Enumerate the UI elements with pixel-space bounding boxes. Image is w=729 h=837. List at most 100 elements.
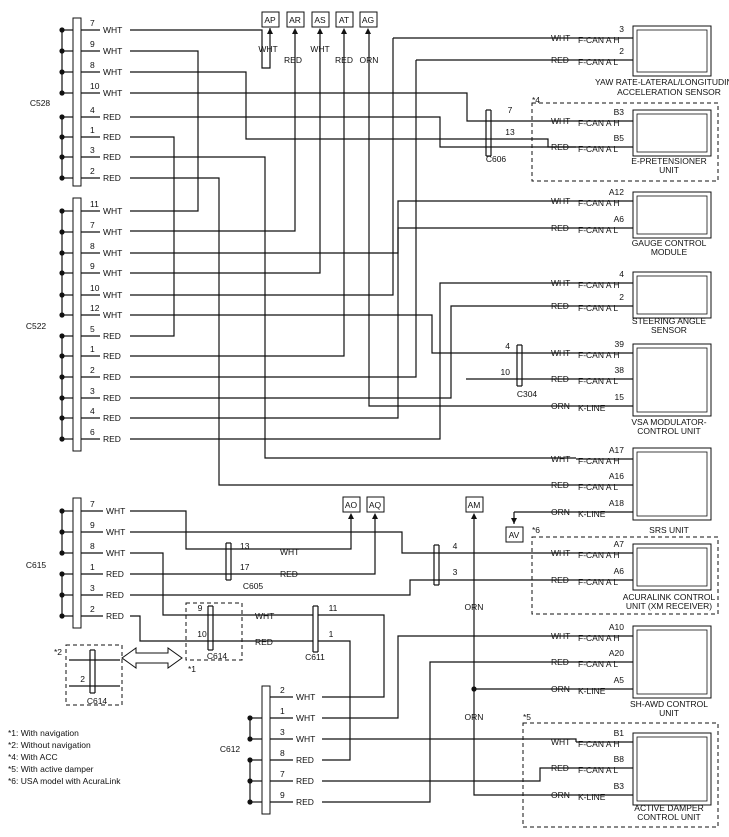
- ar-color: RED: [284, 55, 302, 65]
- c522-pin-3: 3: [90, 386, 95, 396]
- vsa-modulator-pin: 15: [615, 392, 625, 402]
- c522-pin-9: 9: [90, 261, 95, 271]
- c612-color-8: RED: [296, 755, 314, 765]
- c611-pin-11: 11: [329, 603, 338, 613]
- e-pretensioner-name: E-PRETENSIONER: [631, 156, 707, 166]
- c614-pin-10: 10: [197, 629, 207, 639]
- terminal-ag-label: AG: [362, 15, 374, 25]
- wire: [130, 156, 576, 459]
- wire: [130, 579, 576, 596]
- terminal-ar-label: AR: [289, 15, 301, 25]
- active-damper-unit-color: ORN: [551, 790, 570, 800]
- sh-awd-unit-inner: [636, 629, 708, 695]
- c528-pin-3: 3: [90, 145, 95, 155]
- terminal-am-box: [465, 496, 484, 513]
- splice-dot: [59, 592, 65, 598]
- wire: [130, 305, 576, 399]
- arrow-up-icon: [317, 28, 323, 34]
- c612-label: C612: [220, 744, 241, 754]
- terminal-ao-box: [342, 496, 361, 513]
- srs-unit-pin: A17: [609, 445, 624, 455]
- c522-pin-2: 2: [90, 365, 95, 375]
- yaw-rate-sensor-color: WHT: [551, 33, 570, 43]
- c612-color-2: WHT: [296, 692, 315, 702]
- note-4: *4: [532, 95, 540, 105]
- sh-awd-unit-color: WHT: [551, 631, 570, 641]
- terminal-am-label: AM: [468, 500, 481, 510]
- gauge-control-module-signal: F-CAN A L: [578, 225, 618, 235]
- c522-color-4: RED: [103, 413, 121, 423]
- arrow-down-icon: [511, 518, 517, 524]
- c522-color-1: RED: [103, 351, 121, 361]
- c528-pin-7: 7: [90, 18, 95, 28]
- vsa-modulator-pin: 38: [615, 365, 625, 375]
- wire: [473, 519, 576, 796]
- acuralink-unit-color: WHT: [551, 548, 570, 558]
- arrow-up-icon: [372, 513, 378, 519]
- splice-dot: [59, 395, 65, 401]
- c522-color-6: RED: [103, 434, 121, 444]
- terminal-av-box: [505, 526, 524, 543]
- vsa-modulator-inner: [636, 347, 708, 413]
- c606-label: C606: [486, 154, 507, 164]
- acuralink-unit-pin: A7: [614, 539, 625, 549]
- vsa-modulator-color: RED: [551, 374, 569, 384]
- splice-dot: [59, 613, 65, 619]
- yaw-rate-sensor: [632, 25, 712, 77]
- c611-label: C611: [305, 652, 325, 662]
- c528-color-2: RED: [103, 173, 121, 183]
- wire: [130, 510, 352, 550]
- alternative-arrow-icon: [121, 647, 183, 669]
- footnote: *1: With navigation: [8, 728, 79, 738]
- e-pretensioner-color: WHT: [551, 116, 570, 126]
- gauge-control-module-inner: [636, 195, 708, 235]
- wire: [130, 177, 576, 486]
- srs-unit-pin: A16: [609, 471, 624, 481]
- steering-angle-sensor: [632, 271, 712, 319]
- wire: [130, 34, 321, 274]
- e-pretensioner-inner: [636, 113, 708, 153]
- wire: [130, 38, 394, 296]
- c528-color-7: WHT: [103, 25, 122, 35]
- active-damper-unit-signal: F-CAN A H: [578, 739, 620, 749]
- c612-pin-1: 1: [280, 706, 285, 716]
- c522-color-5: RED: [103, 331, 121, 341]
- splice-dot: [59, 529, 65, 535]
- steering-angle-sensor-signal: F-CAN A H: [578, 280, 620, 290]
- c614-color-red: RED: [255, 637, 273, 647]
- splice-dot: [59, 270, 65, 276]
- splice-dot: [59, 48, 65, 54]
- wire: [130, 34, 296, 232]
- c522-pin-8: 8: [90, 241, 95, 251]
- yaw-rate-sensor-pin: 3: [619, 24, 624, 34]
- vsa-modulator-pin: 39: [615, 339, 625, 349]
- c606-pin-13: 13: [505, 127, 515, 137]
- srs-unit-signal: K-LINE: [578, 509, 606, 519]
- srs-unit-color: RED: [551, 480, 569, 490]
- c612-color-3: WHT: [296, 734, 315, 744]
- c522-pin-10: 10: [90, 283, 100, 293]
- splice-dot: [59, 374, 65, 380]
- sh-awd-unit-signal: F-CAN A H: [578, 633, 620, 643]
- wire: [130, 531, 576, 554]
- vsa-modulator-color: WHT: [551, 348, 570, 358]
- acuralink-unit-color: RED: [551, 575, 569, 585]
- e-pretensioner-pin: B3: [614, 107, 625, 117]
- active-damper-unit-color: WHT: [551, 737, 570, 747]
- splice-dot: [59, 69, 65, 75]
- steering-angle-sensor-inner: [636, 275, 708, 315]
- c612-connector: [261, 685, 271, 815]
- c528-pin-1: 1: [90, 125, 95, 135]
- gauge-control-module-signal: F-CAN A H: [578, 198, 620, 208]
- terminal-as-box: [311, 11, 330, 28]
- wire: [130, 116, 576, 148]
- active-damper-unit-pin: B1: [614, 728, 625, 738]
- terminal-aq-box: [366, 496, 385, 513]
- option-frame-e-pretensioner: [531, 102, 719, 182]
- c612-color-9: RED: [296, 797, 314, 807]
- c605-color-red: RED: [280, 569, 298, 579]
- c615-color-7: WHT: [106, 506, 125, 516]
- c522-color-11: WHT: [103, 206, 122, 216]
- wire: [368, 34, 576, 407]
- sh-awd-unit-pin: A10: [609, 622, 624, 632]
